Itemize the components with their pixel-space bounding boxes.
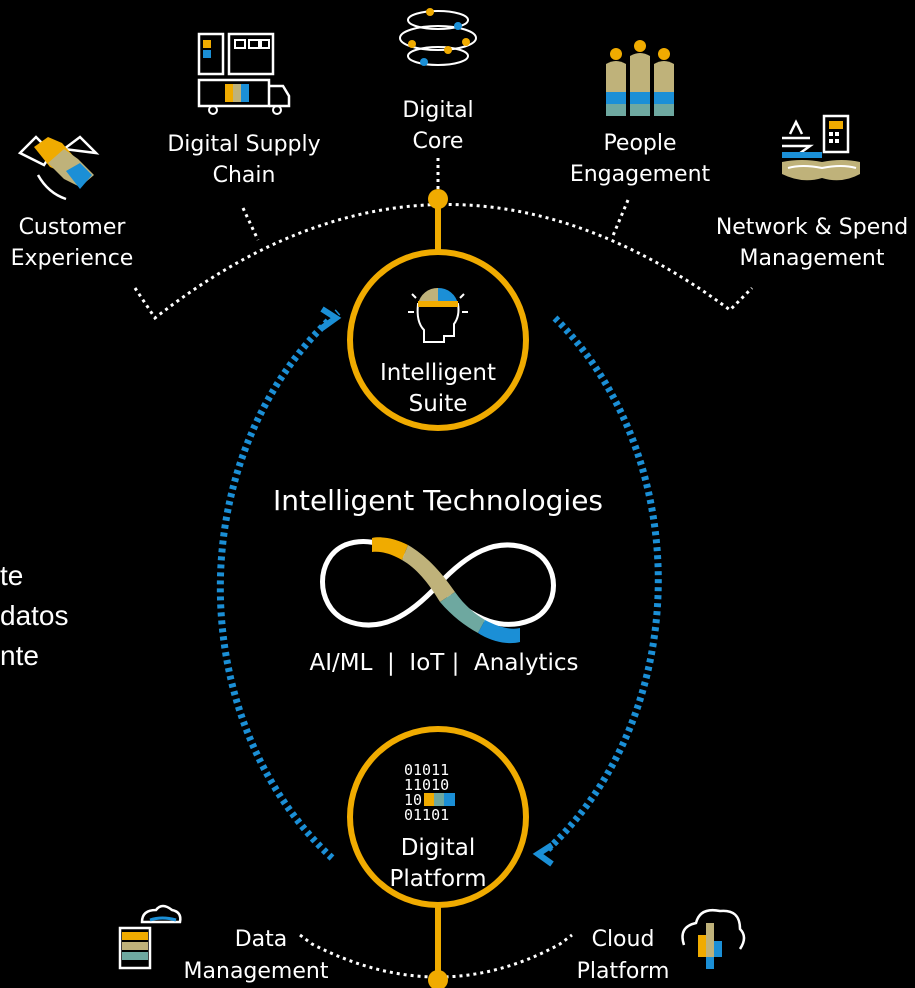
digital-platform-line2: Platform [390, 866, 487, 892]
center-title: Intelligent Technologies [273, 484, 603, 517]
svg-text:01101: 01101 [404, 806, 449, 824]
label-customer-experience: Customer Experience [10, 215, 134, 271]
label-digital-supply-chain: Digital Supply Chain [167, 132, 321, 188]
label-network-spend-management: Network & Spend Management [715, 215, 909, 271]
digital-platform-line1: Digital [401, 835, 476, 861]
connector-supply-chain [241, 207, 260, 241]
svg-text:11010: 11010 [404, 776, 449, 794]
handshake-icon [17, 135, 100, 201]
svg-text:01011: 01011 [404, 761, 449, 779]
head-lightbulb-icon [408, 287, 468, 343]
digital-platform-circle [347, 726, 529, 908]
top-connector-arc [133, 203, 754, 321]
arrow-head-top-icon [320, 306, 342, 331]
binary-code-icon: 01011 11010 10 01101 [404, 761, 449, 824]
intelligent-suite-line2: Suite [409, 391, 468, 417]
connector-people [610, 199, 630, 239]
cloud-platform-icon [681, 909, 746, 969]
cycle-arc-right [542, 315, 662, 855]
label-data-management: Data Management [183, 927, 329, 984]
label-digital-core: Digital Core [402, 98, 474, 154]
label-people-engagement: People Engagement [569, 131, 711, 187]
node-dot-top [428, 189, 448, 209]
cycle-arc-left [216, 309, 341, 861]
svg-text:10: 10 [404, 791, 422, 809]
node-dot-bottom [428, 970, 448, 988]
network-spend-icon [782, 114, 860, 181]
data-management-icon [118, 904, 182, 970]
label-cloud-platform: Cloud Platform [576, 927, 670, 984]
people-group-icon [606, 40, 674, 116]
digital-core-globe-icon [399, 8, 477, 66]
intelligent-suite-circle [347, 249, 529, 431]
infinity-loop-icon [320, 537, 556, 644]
intelligent-suite-line1: Intelligent [380, 360, 496, 386]
arrow-head-bottom-icon [532, 842, 554, 867]
center-subtitle: AI/ML | IoT | Analytics [310, 650, 579, 676]
supply-chain-truck-icon [197, 32, 291, 115]
